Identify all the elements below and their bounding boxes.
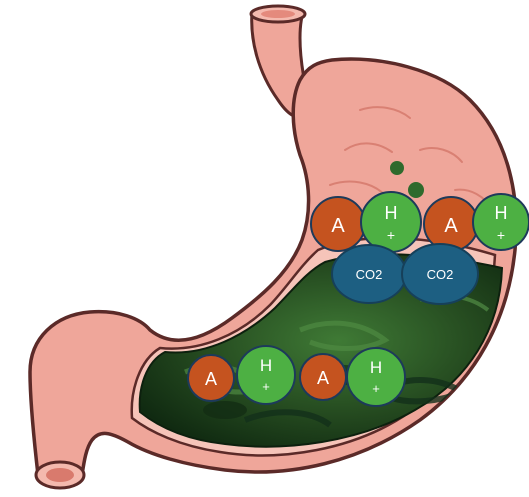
proton-molecule: H +	[473, 194, 529, 250]
co2-molecule: CO2	[402, 244, 478, 304]
proton-label: H	[385, 203, 398, 223]
proton-charge: +	[262, 379, 270, 394]
proton-molecule: H +	[361, 192, 421, 252]
anion-label: A	[331, 215, 345, 237]
proton-label: H	[260, 356, 272, 375]
anion-molecule: A	[424, 197, 478, 251]
anion-molecule: A	[300, 354, 346, 400]
anion-molecule: A	[311, 197, 365, 251]
anion-label: A	[205, 369, 217, 389]
co2-label: CO2	[427, 267, 454, 282]
proton-circle	[347, 348, 405, 406]
bubble	[390, 161, 404, 175]
duodenum	[36, 462, 84, 488]
proton-label: H	[370, 358, 382, 377]
bubble	[408, 182, 424, 198]
co2-molecule: CO2	[332, 245, 406, 303]
proton-charge: +	[497, 227, 505, 243]
proton-molecule: H +	[237, 346, 295, 404]
proton-charge: +	[387, 227, 395, 243]
proton-charge: +	[372, 381, 380, 396]
proton-molecule: H +	[347, 348, 405, 406]
anion-label: A	[444, 215, 458, 237]
co2-label: CO2	[356, 267, 383, 282]
proton-label: H	[495, 203, 508, 223]
anion-molecule: A	[188, 355, 234, 401]
anion-label: A	[317, 368, 329, 388]
proton-circle	[237, 346, 295, 404]
